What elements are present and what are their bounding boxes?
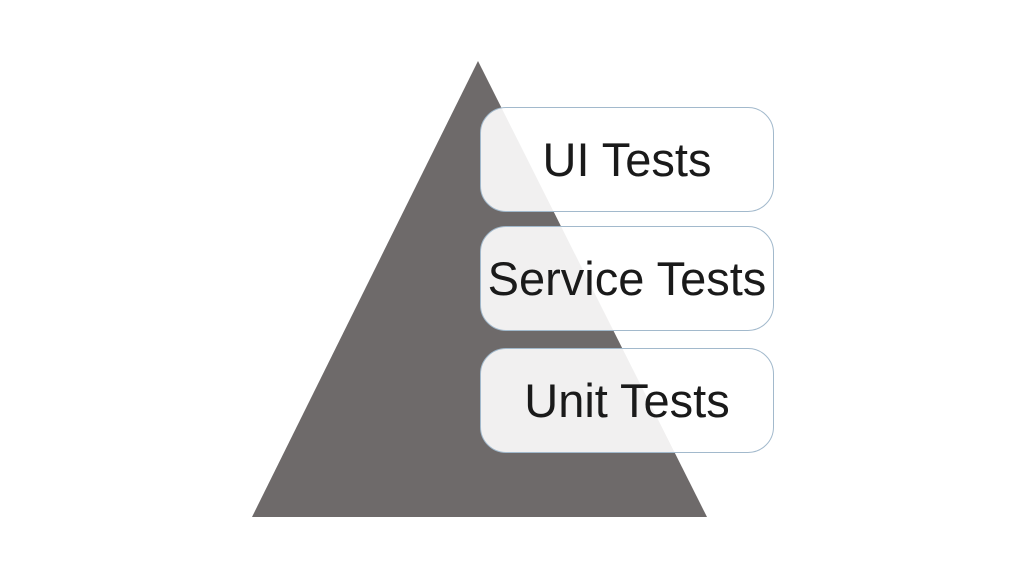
level-label-ui-tests: UI Tests [542,133,712,186]
level-label-unit-tests: Unit Tests [524,374,730,427]
level-box-unit-tests: Unit Tests [480,348,774,453]
level-label-service-tests: Service Tests [487,252,767,305]
level-box-service-tests: Service Tests [480,226,774,331]
level-box-ui-tests: UI Tests [480,107,774,212]
